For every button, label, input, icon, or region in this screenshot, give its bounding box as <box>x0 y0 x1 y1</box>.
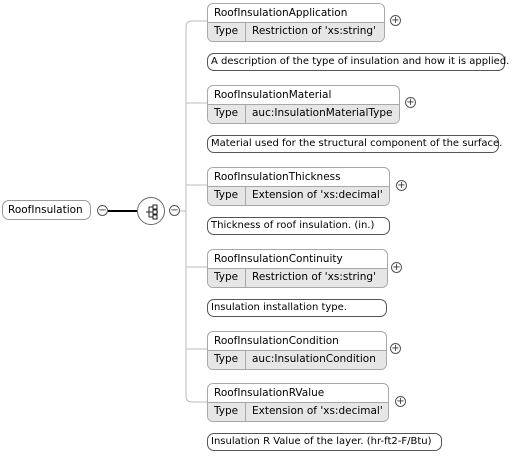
type-value: Extension of 'xs:decimal' <box>252 189 383 201</box>
element-type-row: Type Restriction of 'xs:string' <box>208 22 384 41</box>
element-name: RoofInsulationRValue <box>214 387 325 399</box>
expand-icon[interactable]: + <box>391 262 402 273</box>
type-key: Type <box>208 187 246 205</box>
documentation-note: Material used for the structural compone… <box>207 135 502 153</box>
expand-icon[interactable]: + <box>390 15 401 26</box>
type-key: Type <box>208 403 246 421</box>
documentation-note: A description of the type of insulation … <box>207 53 509 71</box>
root-element-box[interactable]: RoofInsulation <box>2 200 91 220</box>
root-collapse-toggle[interactable]: − <box>97 205 108 216</box>
type-key: Type <box>208 23 246 41</box>
type-key: Type <box>208 269 246 287</box>
type-value: auc:InsulationMaterialType <box>252 107 393 119</box>
root-element-label: RoofInsulation <box>8 204 83 216</box>
type-key: Type <box>208 105 246 123</box>
type-value: Restriction of 'xs:string' <box>252 271 376 283</box>
element-type-row: Type Restriction of 'xs:string' <box>208 268 387 287</box>
element-name: RoofInsulationCondition <box>214 335 339 347</box>
sequence-collapse-toggle[interactable]: − <box>169 205 180 216</box>
type-key: Type <box>208 351 246 369</box>
element-box[interactable]: RoofInsulationCondition Type auc:Insulat… <box>207 331 387 370</box>
expand-icon[interactable]: + <box>395 396 406 407</box>
element-box[interactable]: RoofInsulationMaterial Type auc:Insulati… <box>207 85 400 124</box>
type-value: auc:InsulationCondition <box>252 353 376 365</box>
element-name: RoofInsulationThickness <box>214 171 341 183</box>
type-value: Restriction of 'xs:string' <box>252 25 376 37</box>
expand-icon[interactable]: + <box>396 180 407 191</box>
expand-icon[interactable]: + <box>405 97 416 108</box>
sequence-compositor-icon[interactable] <box>137 197 165 225</box>
element-box[interactable]: RoofInsulationRValue Type Extension of '… <box>207 383 389 422</box>
element-box[interactable]: RoofInsulationApplication Type Restricti… <box>207 3 385 42</box>
element-box[interactable]: RoofInsulationContinuity Type Restrictio… <box>207 249 388 288</box>
element-type-row: Type Extension of 'xs:decimal' <box>208 402 388 421</box>
element-name: RoofInsulationApplication <box>214 7 348 19</box>
element-type-row: Type auc:InsulationCondition <box>208 350 386 369</box>
element-name: RoofInsulationMaterial <box>214 89 332 101</box>
documentation-note: Insulation R Value of the layer. (hr-ft2… <box>207 433 442 451</box>
element-type-row: Type auc:InsulationMaterialType <box>208 104 399 123</box>
expand-icon[interactable]: + <box>390 343 401 354</box>
element-type-row: Type Extension of 'xs:decimal' <box>208 186 389 205</box>
element-box[interactable]: RoofInsulationThickness Type Extension o… <box>207 167 390 206</box>
documentation-note: Insulation installation type. <box>207 299 387 317</box>
documentation-note: Thickness of roof insulation. (in.) <box>207 217 390 235</box>
type-value: Extension of 'xs:decimal' <box>252 405 383 417</box>
element-name: RoofInsulationContinuity <box>214 253 343 265</box>
